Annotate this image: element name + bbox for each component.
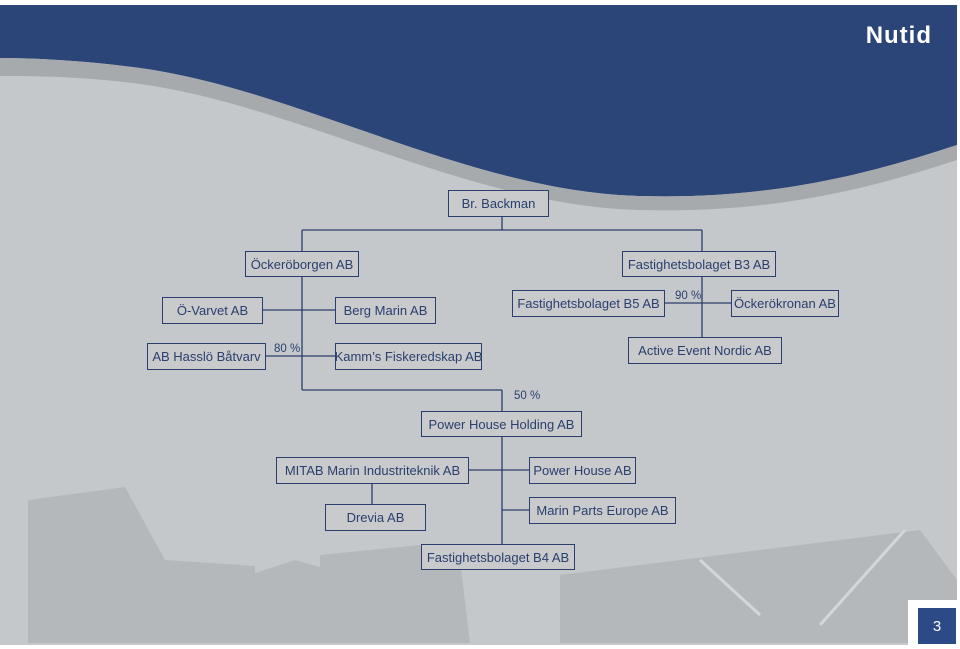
- org-box-power-house: Power House AB: [529, 457, 636, 484]
- org-box-ovarvet: Ö-Varvet AB: [162, 297, 263, 324]
- org-box-drevia: Drevia AB: [325, 504, 426, 531]
- org-box-fastighetsbolaget-b3: Fastighetsbolaget B3 AB: [622, 251, 776, 277]
- ownership-label-power-house-holding: 50 %: [514, 390, 541, 402]
- org-box-ockeroborgen: Öckeröborgen AB: [245, 251, 359, 277]
- org-box-fastighetsbolaget-b4: Fastighetsbolaget B4 AB: [421, 544, 575, 570]
- org-box-kamms-fiskeredskap: Kamm’s Fiskeredskap AB: [335, 343, 482, 370]
- header-band: [0, 5, 957, 197]
- org-box-berg-marin: Berg Marin AB: [335, 297, 436, 324]
- org-box-marin-parts-europe: Marin Parts Europe AB: [529, 497, 676, 524]
- org-box-ockerokronan: Öckerökronan AB: [731, 290, 839, 317]
- org-box-power-house-holding: Power House Holding AB: [421, 411, 582, 437]
- ownership-label-ockerokronan: 90 %: [675, 290, 702, 302]
- page-number: 3: [918, 608, 956, 644]
- org-box-hasslo-batvarv: AB Hasslö Båtvarv: [147, 343, 266, 370]
- ownership-label-hasslo: 80 %: [274, 343, 301, 355]
- header-title: Nutid: [865, 22, 932, 49]
- header-swoosh: [0, 58, 957, 211]
- org-box-fastighetsbolaget-b5: Fastighetsbolaget B5 AB: [512, 290, 665, 317]
- org-box-br-backman: Br. Backman: [448, 190, 549, 217]
- org-box-active-event-nordic: Active Event Nordic AB: [628, 337, 782, 364]
- org-connectors: [263, 217, 731, 544]
- org-box-mitab: MITAB Marin Industriteknik AB: [276, 457, 469, 484]
